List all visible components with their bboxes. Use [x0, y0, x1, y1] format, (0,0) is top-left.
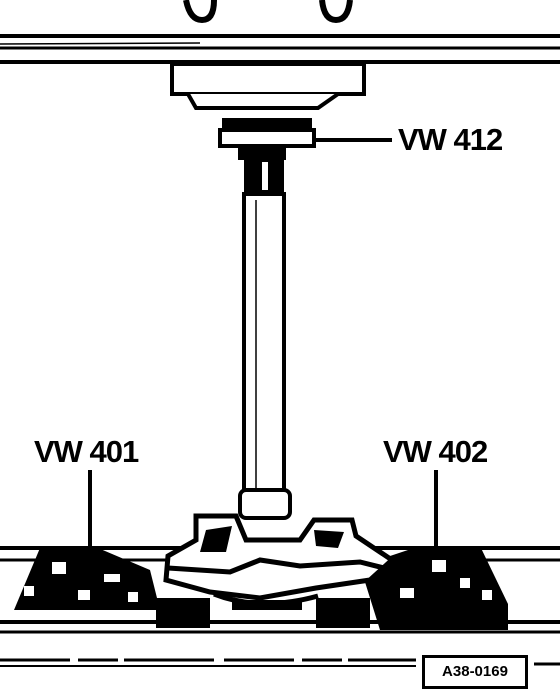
bottom-rule	[0, 658, 560, 667]
shaft-adapter	[238, 488, 292, 520]
transmission-housing	[170, 62, 366, 110]
support-plate-vw402	[316, 546, 508, 630]
press-tool-collar	[218, 118, 316, 194]
center-flange	[163, 513, 397, 610]
top-bolts	[183, 0, 353, 24]
callout-label-vw402: VW 402	[383, 434, 488, 469]
figure-id-box: A38-0169	[422, 655, 528, 689]
support-plate-vw401	[14, 548, 210, 628]
top-rail	[0, 34, 560, 64]
callout-label-vw412: VW 412	[398, 122, 503, 157]
callout-label-vw401: VW 401	[34, 434, 139, 469]
press-shaft	[242, 192, 286, 496]
